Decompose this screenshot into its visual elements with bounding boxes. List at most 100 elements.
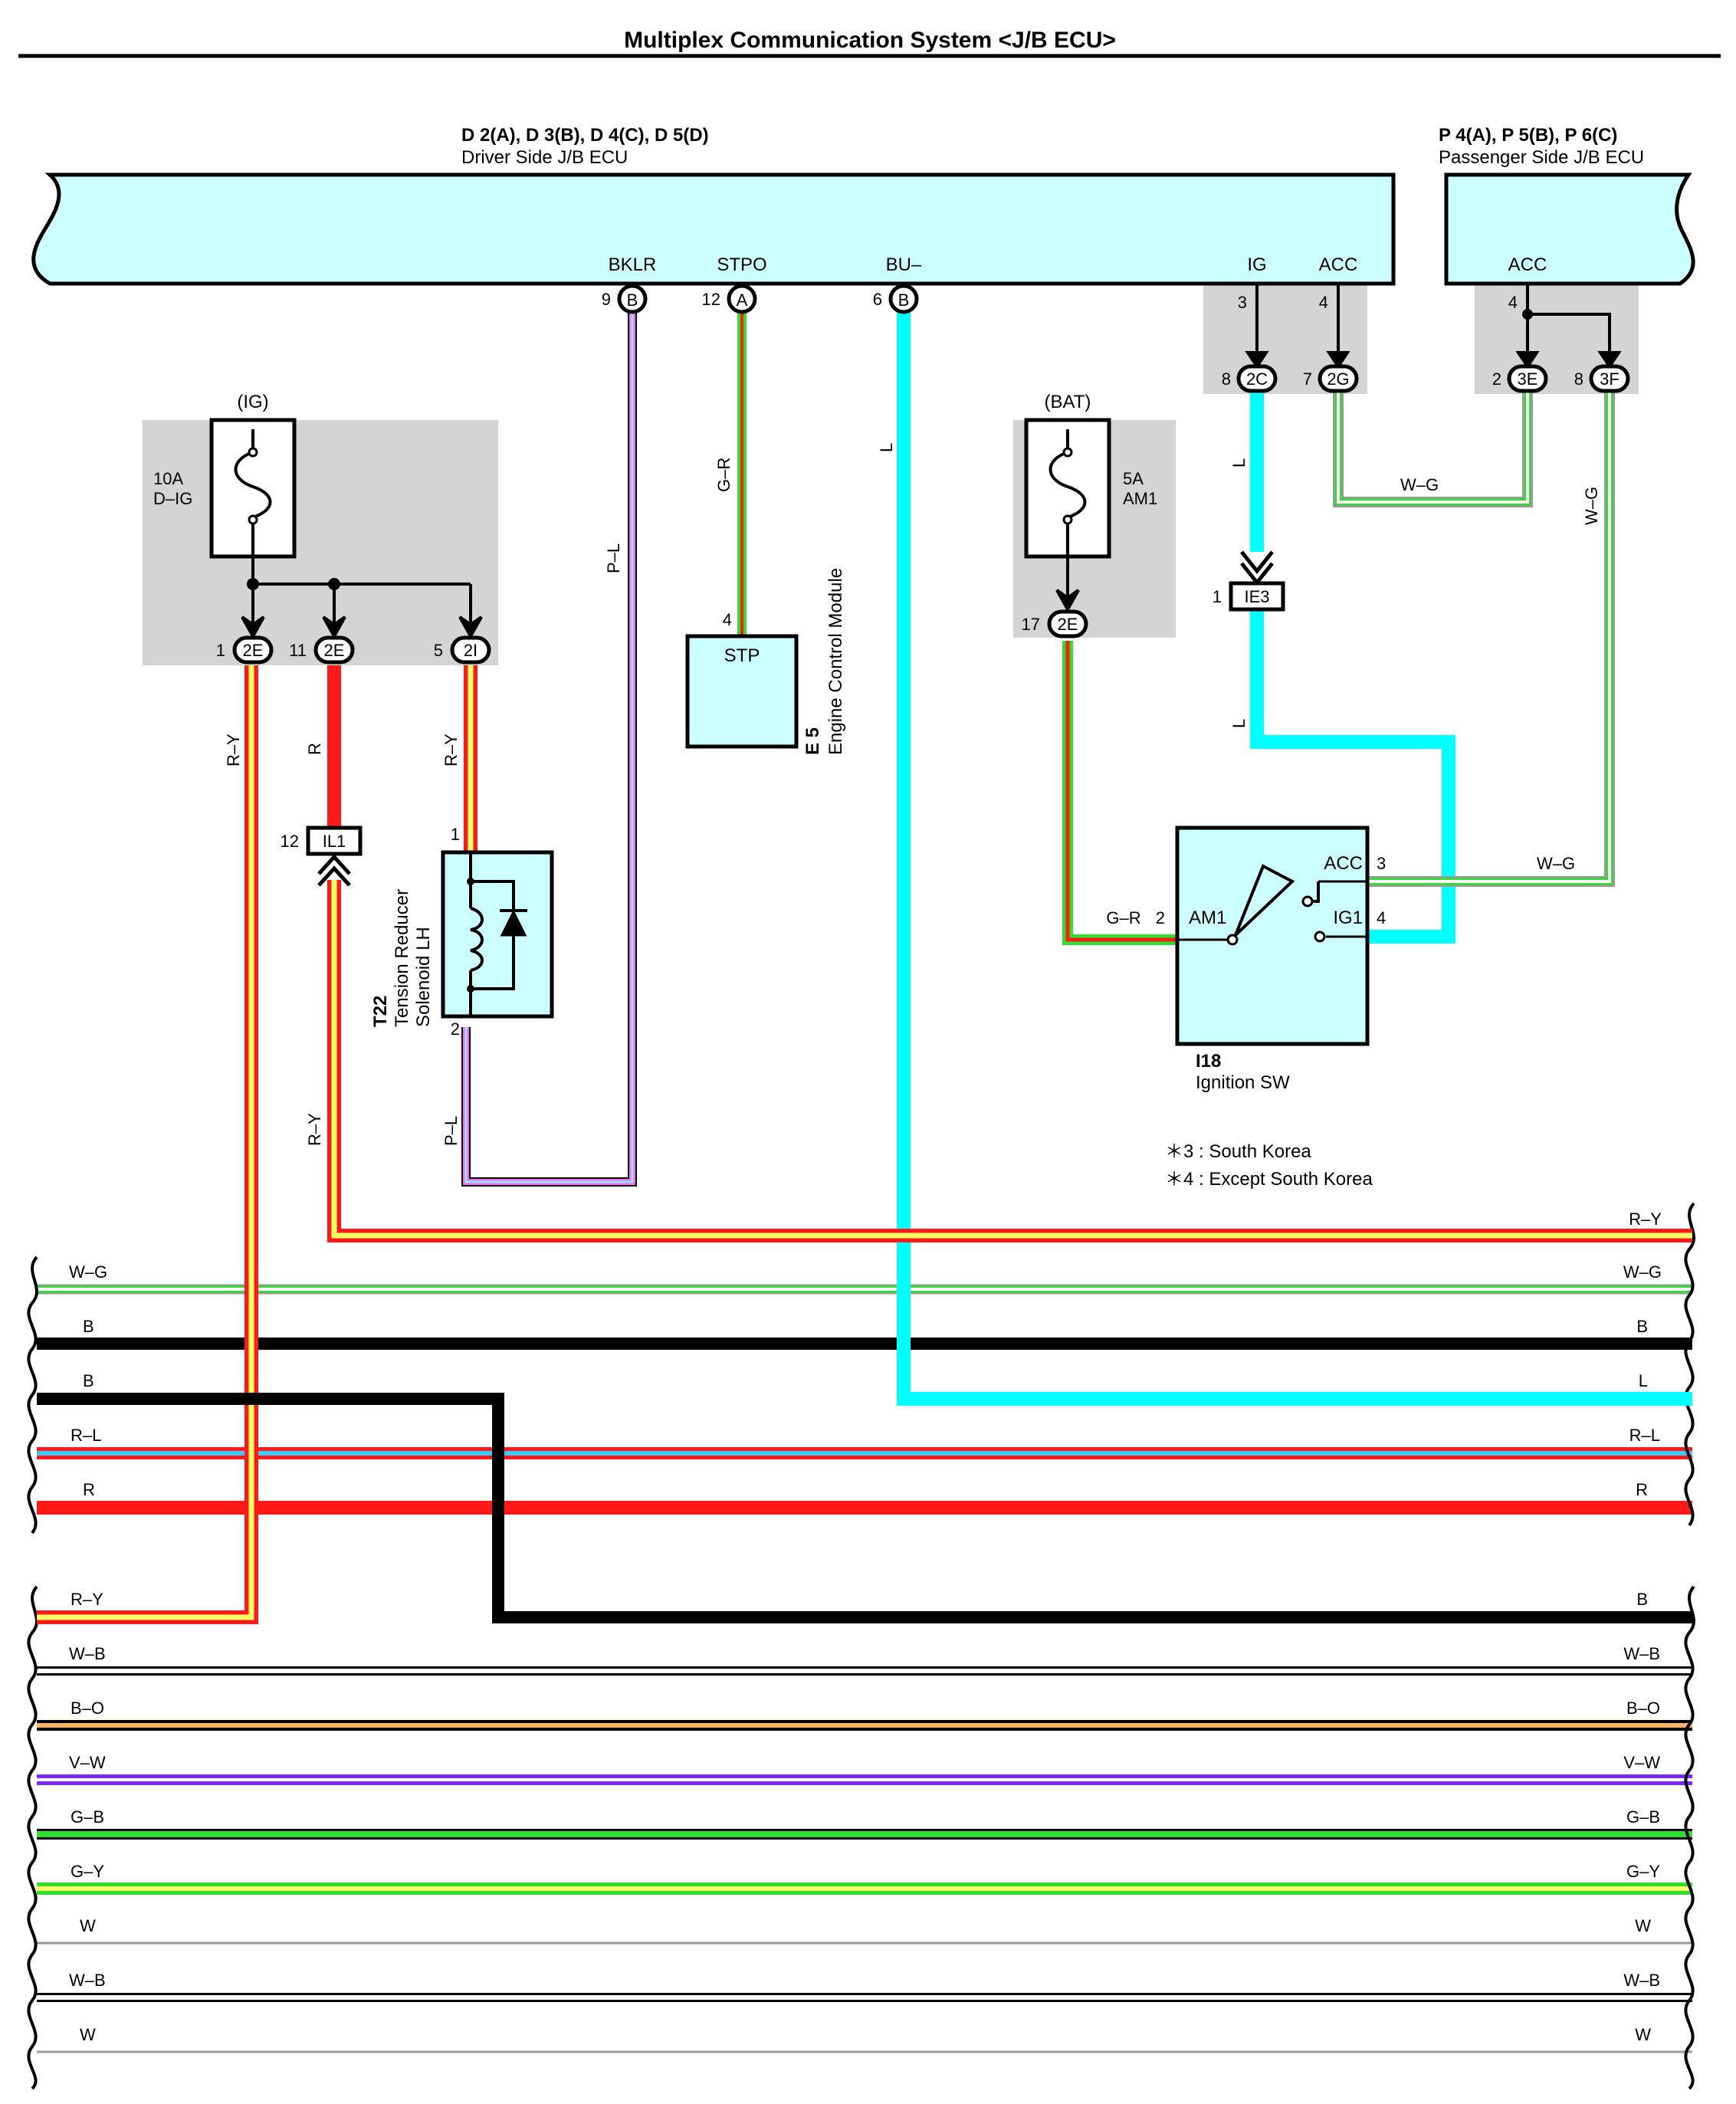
bus-left-4: R–L <box>71 1426 101 1445</box>
label-bklr-pl: P–L <box>604 543 623 573</box>
passenger-ecu-name: Passenger Side J/B ECU <box>1439 147 1644 168</box>
conn-3e-label: 3E <box>1518 369 1538 389</box>
conn-3e: 3E 2 <box>1492 364 1548 393</box>
terminal-ig: IG <box>1247 254 1266 275</box>
ecm-box <box>685 634 799 749</box>
fuse-bat-out-conn: 2E <box>1058 615 1078 634</box>
bus-left-3: B <box>83 1371 94 1390</box>
fuse-bat-symbol <box>1048 429 1087 529</box>
fuse-ig-out-3-conn: 2I <box>464 641 477 660</box>
driver-jb-ecu <box>31 172 1396 286</box>
ig-pin-num: 3 <box>1238 293 1247 312</box>
solenoid-name1: Tension Reducer <box>392 889 412 1027</box>
ecm-code: E 5 <box>802 727 823 755</box>
bus-left-14: W <box>80 2025 96 2044</box>
bus-left-12: W <box>80 1916 96 1935</box>
conn-2c-pin: 8 <box>1222 369 1231 389</box>
bus-right-12: W <box>1635 1916 1651 1935</box>
bus-right-8: B–O <box>1626 1699 1660 1718</box>
label-ry-il1: R–Y <box>305 1113 324 1146</box>
pin-bklr-conn: B <box>627 290 638 310</box>
bus-left-11: G–Y <box>71 1862 104 1881</box>
bus-left-2: B <box>83 1317 94 1336</box>
ie3-pin: 1 <box>1213 587 1222 606</box>
pin-bu-num: 6 <box>873 290 882 309</box>
ecm-name: Engine Control Module <box>825 568 846 755</box>
il1-pin: 12 <box>281 832 299 851</box>
bus-left-9: V–W <box>69 1753 106 1772</box>
fuse-ig-out-1-conn: 2E <box>243 641 264 660</box>
bus-left-6: R–Y <box>71 1590 103 1609</box>
bus-left-8: B–O <box>71 1699 104 1718</box>
ign-am1-pin: 2 <box>1156 908 1165 927</box>
terminal-bklr: BKLR <box>609 254 657 275</box>
fuse-ig-out-2-conn: 2E <box>324 641 345 660</box>
bus-lines <box>37 1284 1692 2053</box>
fuse-ig-out-1: 2E 1 <box>216 635 274 665</box>
bus-right-11: G–Y <box>1626 1862 1660 1881</box>
passenger-ecu-connectors: P 4(A), P 5(B), P 6(C) <box>1439 125 1617 146</box>
ig-acc-arrows <box>1245 285 1622 369</box>
terminal-acc: ACC <box>1319 254 1358 275</box>
label-r-11: R <box>305 743 324 755</box>
bus-right-13: W–B <box>1623 1971 1660 1990</box>
fuse-ig-symbol <box>234 429 272 529</box>
bus-left-10: G–B <box>71 1807 104 1827</box>
fuse-bat-rating: 5A <box>1123 469 1144 488</box>
bus-right-6: B <box>1636 1590 1648 1609</box>
ig-fuse-box <box>143 420 498 665</box>
wire-3f-wg <box>1366 389 1615 887</box>
ignition-switch <box>1175 826 1370 1046</box>
page-title: Multiplex Communication System <J/B ECU> <box>624 28 1116 53</box>
label-bu-l: L <box>877 443 896 452</box>
ecm-stp-pin: 4 <box>723 610 732 629</box>
label-ign-acc-wg: W–G <box>1537 854 1575 873</box>
fuse-bat-arrow <box>1055 529 1080 613</box>
acc-pin-num: 4 <box>1319 293 1328 312</box>
fuse-ig-out-2-pin: 11 <box>289 641 307 660</box>
conn-2g-label: 2G <box>1327 369 1349 389</box>
wire-bu-l <box>897 307 1692 1406</box>
bus-right-3: L <box>1639 1371 1648 1390</box>
note-2: ＊4 : Except South Korea <box>1165 1169 1373 1190</box>
label-ie3-l: L <box>1229 719 1249 728</box>
passenger-jb-ecu <box>1444 172 1695 286</box>
fuse-bat-name: AM1 <box>1123 489 1157 508</box>
solenoid-code: T22 <box>370 996 391 1027</box>
fuse-ig-supply: (IG) <box>237 392 268 412</box>
pin-stpo-conn: A <box>737 290 748 310</box>
ign-name: Ignition SW <box>1196 1072 1290 1093</box>
wire-ig-l <box>1250 389 1455 944</box>
conn-2g-pin: 7 <box>1303 369 1312 389</box>
bus-right-7: W–B <box>1623 1644 1660 1663</box>
bus-right-4: R–L <box>1629 1426 1660 1445</box>
label-ig-l: L <box>1229 458 1249 468</box>
wire-am1-gr <box>1062 641 1177 945</box>
label-am1-gr: G–R <box>1106 908 1140 927</box>
il1-connector: IL1 12 <box>281 826 363 887</box>
terminal-stpo: STPO <box>717 254 766 275</box>
harness-break-left <box>27 1256 38 2090</box>
ign-ig1-pin: 4 <box>1377 908 1386 927</box>
wire-ry-1 <box>37 665 258 1624</box>
pin-bklr-num: 9 <box>602 290 611 309</box>
wire-ry-il1 <box>327 880 1692 1242</box>
fuse-ig-name: D–IG <box>153 489 192 508</box>
label-pl-sol: P–L <box>441 1116 461 1146</box>
bus-right-5: R <box>1636 1480 1648 1499</box>
solenoid-pin-top: 1 <box>451 825 460 844</box>
solenoid-t22 <box>441 850 554 1019</box>
fuse-bat-out-pin: 17 <box>1022 615 1040 634</box>
label-ry-5: R–Y <box>441 734 461 766</box>
solenoid-name2: Solenoid LH <box>413 927 434 1027</box>
label-stpo-gr: G–R <box>714 458 733 492</box>
ign-acc-pin: 3 <box>1377 854 1386 873</box>
bus-right-0: R–Y <box>1629 1210 1662 1229</box>
fuse-ig-out-3: 2I 5 <box>434 635 491 665</box>
pin-stpo-num: 12 <box>702 290 720 309</box>
bus-right-14: W <box>1635 2025 1651 2044</box>
driver-ecu-connectors: D 2(A), D 3(B), D 4(C), D 5(D) <box>461 125 709 146</box>
p-acc-pin-num: 4 <box>1508 293 1518 312</box>
harness-break-right <box>1684 1202 1695 2090</box>
